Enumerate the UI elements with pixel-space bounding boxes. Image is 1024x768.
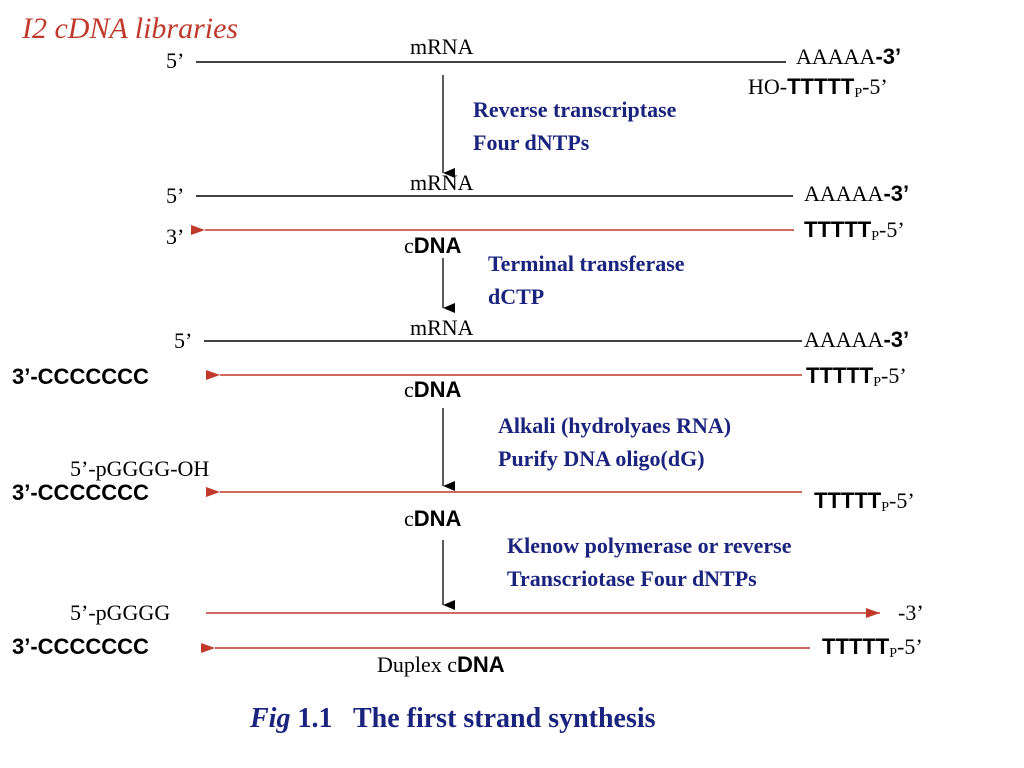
c-prefix: c xyxy=(404,233,414,258)
polyA-tail: AAAAA-3’ xyxy=(804,183,909,205)
step-4-line-2: Transcriotase Four dNTPs xyxy=(507,566,757,591)
p-subscript: P xyxy=(881,500,889,515)
oligo-end-label: -5’ xyxy=(881,363,907,388)
oligo-dT-label: TTTTT xyxy=(814,488,882,513)
polyA-label: AAAAA xyxy=(796,44,876,69)
oligo-dT-end: TTTTTP-5’ xyxy=(804,219,905,244)
dna-label: DNA xyxy=(413,377,462,402)
three-prime-end-label: -3’ xyxy=(898,600,924,625)
oligo-dT-label: TTTTT xyxy=(822,634,890,659)
polyA-end-label: -3’ xyxy=(875,44,902,69)
step-1-label: Reverse transcriptase Four dNTPs xyxy=(473,93,676,159)
step-4-label: Klenow polymerase or reverse Transcriota… xyxy=(507,529,792,595)
oligo-dT-end: TTTTTP-5’ xyxy=(814,490,915,515)
oligo-dT-label: TTTTT xyxy=(806,363,874,388)
p-subscript: P xyxy=(873,375,881,390)
polyA-label: AAAAA xyxy=(804,181,884,206)
p-subscript: P xyxy=(854,86,863,101)
mrna-label: mRNA xyxy=(410,34,474,59)
caption-text: The first strand synthesis xyxy=(352,703,656,734)
oligo-end-label: -5’ xyxy=(889,488,915,513)
caption-number: 1.1 xyxy=(297,703,333,734)
c-prefix: c xyxy=(404,377,414,402)
polyA-label: AAAAA xyxy=(804,327,884,352)
duplex-prefix: Duplex c xyxy=(377,652,458,677)
step-2-line-1: Terminal transferase xyxy=(488,251,685,276)
figure-caption: Fig 1.1 The first strand synthesis xyxy=(250,703,656,735)
step-3-line-1: Alkali (hydrolyaes RNA) xyxy=(498,413,732,438)
polyA-end-label: -3’ xyxy=(883,181,910,206)
oligo-dT-primer: HO-TTTTTP-5’ xyxy=(748,76,888,101)
ho-prefix: HO- xyxy=(748,74,788,99)
duplex-cdna-label: Duplex cDNA xyxy=(377,654,505,676)
polyA-end-label: -3’ xyxy=(883,327,910,352)
step-3-label: Alkali (hydrolyaes RNA) Purify DNA oligo… xyxy=(498,409,731,475)
five-prime-label: 5’ xyxy=(166,183,185,208)
p-subscript: P xyxy=(871,229,879,244)
page-title: I2 cDNA libraries xyxy=(22,12,239,45)
caption-fig-word: Fig xyxy=(250,703,291,734)
step-2-label: Terminal transferase dCTP xyxy=(488,247,685,313)
step-3-line-2: Purify DNA oligo(dG) xyxy=(498,446,705,471)
oligo-dG-primer-label: 5’-pGGGG-OH xyxy=(70,456,210,481)
step-1-line-2: Four dNTPs xyxy=(473,130,590,155)
five-prime-label: 5’ xyxy=(174,328,193,353)
three-prime-label: 3’ xyxy=(166,224,185,249)
p-subscript: P xyxy=(889,646,897,661)
oligo-dT-end: TTTTTP-5’ xyxy=(806,365,907,390)
oligo-dG-label: 5’-pGGGG xyxy=(70,600,171,625)
oligo-end-label: -5’ xyxy=(879,217,905,242)
polyA-tail: AAAAA-3’ xyxy=(804,329,909,351)
oligo-dT-label: TTTTT xyxy=(787,74,855,99)
poly-c-tail-label: 3’-CCCCCCC xyxy=(12,480,149,505)
cdna-label: cDNA xyxy=(404,508,461,530)
mrna-label: mRNA xyxy=(410,170,474,195)
oligo-end-label: -5’ xyxy=(897,634,923,659)
dna-label: DNA xyxy=(457,652,505,677)
step-1-line-1: Reverse transcriptase xyxy=(473,97,677,122)
polyA-tail: AAAAA-3’ xyxy=(796,46,901,68)
poly-c-tail-label: 3’-CCCCCCC xyxy=(12,634,149,659)
five-prime-label: 5’ xyxy=(166,48,185,73)
oligo-end-label: -5’ xyxy=(862,74,888,99)
cdna-label: cDNA xyxy=(404,379,461,401)
mrna-label: mRNA xyxy=(410,315,474,340)
dna-label: DNA xyxy=(413,506,462,531)
cdna-label: cDNA xyxy=(404,235,461,257)
oligo-dT-label: TTTTT xyxy=(804,217,872,242)
step-2-line-2: dCTP xyxy=(488,284,545,309)
dna-label: DNA xyxy=(413,233,462,258)
poly-c-tail-label: 3’-CCCCCCC xyxy=(12,364,149,389)
c-prefix: c xyxy=(404,506,414,531)
step-4-line-1: Klenow polymerase or reverse xyxy=(507,533,792,558)
oligo-dT-end: TTTTTP-5’ xyxy=(822,636,923,661)
